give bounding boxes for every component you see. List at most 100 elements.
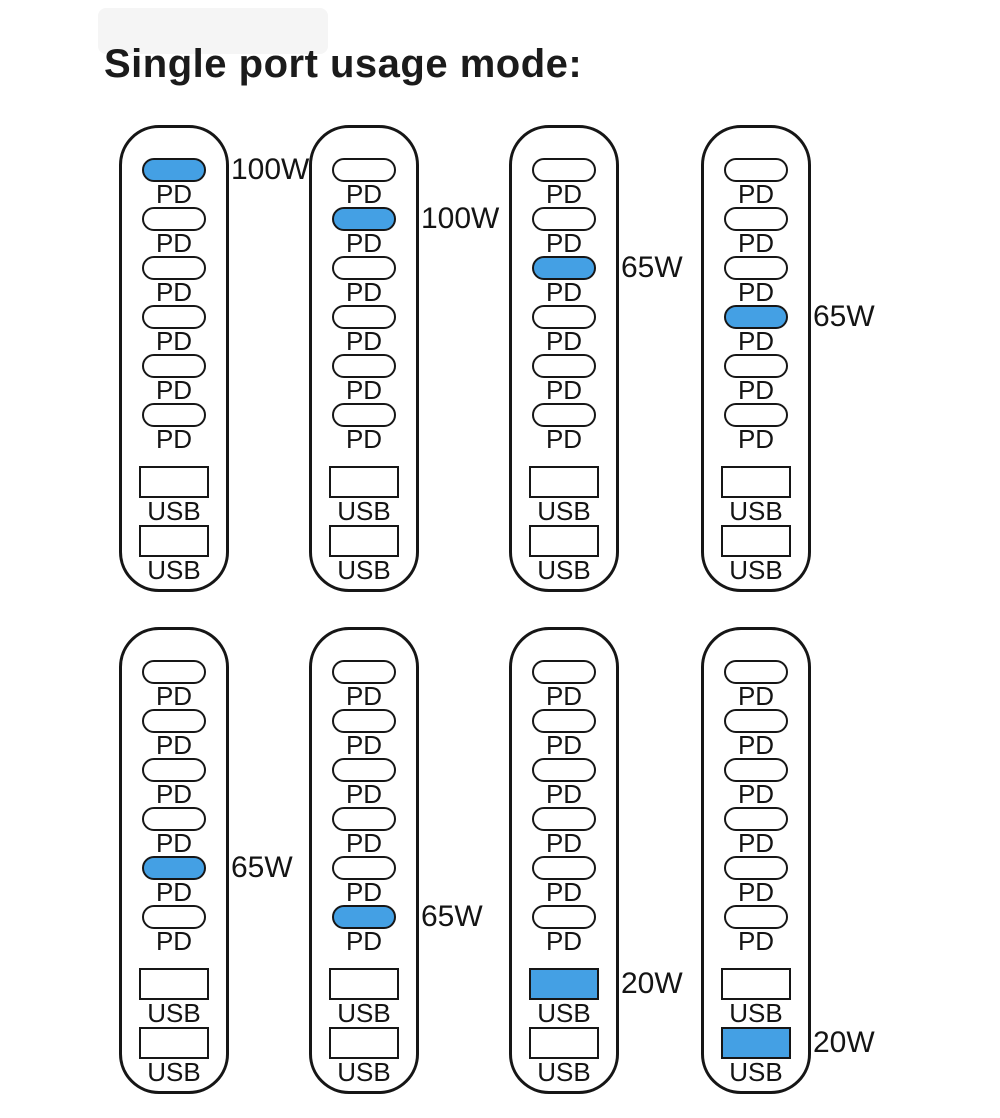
pd-port-unit: PD (312, 256, 416, 305)
pd-port-label: PD (737, 828, 775, 858)
pd-port-label: PD (155, 326, 193, 356)
pd-port-unit: PD (122, 256, 226, 305)
pd-port-label: PD (737, 277, 775, 307)
pd-port-2 (142, 709, 206, 733)
pd-port-unit: PD (512, 354, 616, 403)
pd-port-unit: PD (512, 905, 616, 954)
pd-port-label: PD (155, 228, 193, 258)
usb-port-label: USB (147, 496, 201, 526)
pd-port-label: PD (345, 877, 383, 907)
pd-port-unit: PD (122, 158, 226, 207)
pd-port-unit: PD (122, 207, 226, 256)
usb-port-label: USB (337, 998, 391, 1028)
pd-port-label: PD (737, 424, 775, 454)
usb-port-label: USB (147, 555, 201, 585)
pd-port-label: PD (345, 375, 383, 405)
pd-port-label: PD (345, 228, 383, 258)
pd-port-label: PD (345, 326, 383, 356)
pd-port-label: PD (155, 375, 193, 405)
pd-port-unit: PD (312, 660, 416, 709)
pd-port-label: PD (737, 681, 775, 711)
pd-port-unit: PD (512, 403, 616, 452)
pd-port-4 (724, 807, 788, 831)
pd-port-5-active (142, 856, 206, 880)
pd-port-unit: PD (312, 354, 416, 403)
usb-port-2-active (721, 1027, 791, 1059)
pd-port-5 (332, 856, 396, 880)
page-title: Single port usage mode: (104, 42, 583, 86)
pd-port-label: PD (155, 277, 193, 307)
wattage-label: 65W (421, 900, 483, 933)
usb-port-unit: USB (122, 1027, 226, 1086)
pd-port-unit: PD (312, 856, 416, 905)
pd-port-4 (142, 807, 206, 831)
pd-port-label: PD (545, 326, 583, 356)
pd-port-unit: PD (122, 403, 226, 452)
pd-port-unit: PD (512, 256, 616, 305)
usb-port-label: USB (337, 496, 391, 526)
pd-port-6 (142, 403, 206, 427)
pd-port-5 (142, 354, 206, 378)
wattage-label: 65W (813, 300, 875, 333)
pd-port-label: PD (155, 877, 193, 907)
usb-port-label: USB (729, 496, 783, 526)
pd-port-label: PD (345, 730, 383, 760)
pd-port-unit: PD (704, 905, 808, 954)
wattage-label: 20W (621, 967, 683, 1000)
pd-port-4-active (724, 305, 788, 329)
pd-port-3-active (532, 256, 596, 280)
pd-port-label: PD (155, 926, 193, 956)
pd-port-label: PD (737, 179, 775, 209)
usb-port-unit: USB (312, 1027, 416, 1086)
pd-port-label: PD (737, 375, 775, 405)
pd-port-label: PD (345, 424, 383, 454)
pd-port-unit: PD (512, 660, 616, 709)
usb-port-unit: USB (704, 968, 808, 1027)
usb-port-unit: USB (312, 968, 416, 1027)
usb-port-label: USB (537, 998, 591, 1028)
pd-port-label: PD (545, 681, 583, 711)
pd-port-1 (332, 660, 396, 684)
usb-port-unit: USB (312, 466, 416, 525)
pd-port-6 (532, 403, 596, 427)
usb-port-1 (721, 466, 791, 498)
usb-port-unit: USB (512, 525, 616, 584)
pd-port-unit: PD (312, 207, 416, 256)
pd-port-label: PD (545, 179, 583, 209)
pd-port-label: PD (737, 326, 775, 356)
usb-port-unit: USB (512, 466, 616, 525)
pd-port-6 (724, 403, 788, 427)
usb-port-label: USB (729, 998, 783, 1028)
pd-port-unit: PD (704, 354, 808, 403)
pd-port-6 (332, 403, 396, 427)
pd-port-3 (532, 758, 596, 782)
pd-port-label: PD (545, 926, 583, 956)
pd-port-unit: PD (312, 905, 416, 954)
pd-port-3 (332, 758, 396, 782)
pd-port-unit: PD (704, 807, 808, 856)
pd-port-unit: PD (512, 758, 616, 807)
pd-port-2 (724, 207, 788, 231)
pd-port-unit: PD (704, 207, 808, 256)
pd-port-4 (332, 305, 396, 329)
usb-port-1 (329, 466, 399, 498)
pd-port-6 (142, 905, 206, 929)
pd-port-label: PD (545, 828, 583, 858)
pd-port-unit: PD (312, 305, 416, 354)
pd-port-unit: PD (122, 660, 226, 709)
usb-port-1-active (529, 968, 599, 1000)
pd-port-unit: PD (704, 856, 808, 905)
pd-port-2 (532, 709, 596, 733)
usb-port-label: USB (337, 1057, 391, 1087)
usb-port-2 (721, 525, 791, 557)
usb-port-1 (721, 968, 791, 1000)
pd-port-label: PD (545, 375, 583, 405)
